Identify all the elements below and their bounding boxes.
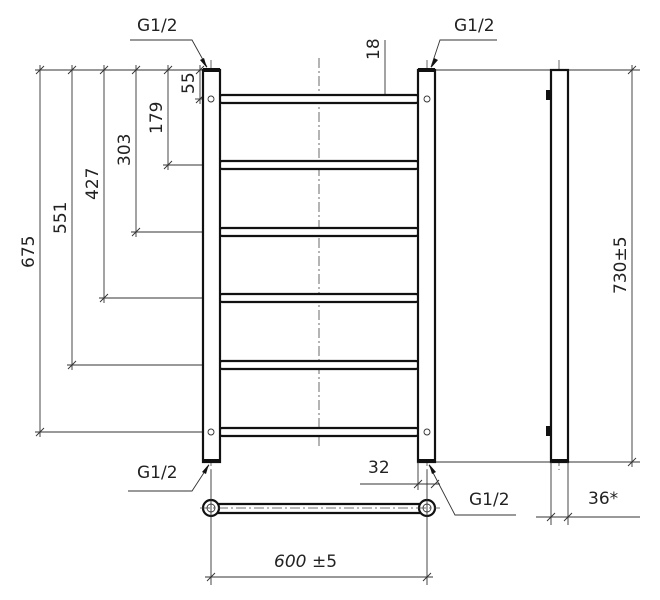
dim-55: 55 [179, 72, 199, 94]
dim-551: 551 [51, 202, 71, 234]
dimension-ticks [35, 65, 637, 467]
top-view [200, 462, 440, 585]
dim-width-tolerance: ±5 [312, 552, 337, 572]
thread-leaders [128, 39, 516, 516]
dim-height: 730±5 [611, 236, 631, 294]
dim-179: 179 [147, 102, 167, 134]
dim-width-value: 600 [274, 552, 306, 572]
dim-427: 427 [83, 168, 103, 200]
thread-label-top-right: G1/2 [454, 16, 495, 36]
side-view [536, 68, 640, 525]
dim-18: 18 [364, 38, 384, 60]
left-post [201, 68, 222, 464]
extension-lines [35, 69, 640, 463]
thread-label-bottom-left: G1/2 [137, 463, 178, 483]
dim-675: 675 [19, 236, 39, 268]
thread-label-top-left: G1/2 [137, 16, 178, 36]
thread-label-bottom-right: G1/2 [469, 490, 510, 510]
vertical-dimension-lines [39, 40, 633, 467]
right-post [416, 68, 437, 464]
dim-303: 303 [115, 134, 135, 166]
dim-32: 32 [368, 458, 390, 478]
dim-depth: 36* [588, 489, 618, 509]
